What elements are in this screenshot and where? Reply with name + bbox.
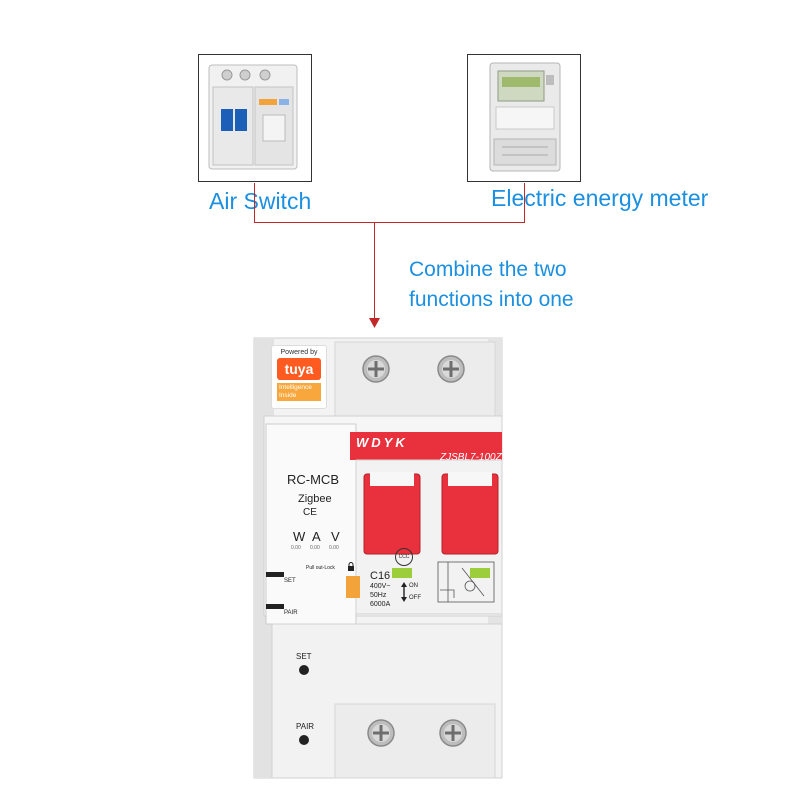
rating-label: C16 xyxy=(370,570,391,582)
tuya-line-2: Inside xyxy=(279,392,297,399)
device-title: RC-MCB xyxy=(287,472,339,487)
off-label: OFF xyxy=(409,595,421,601)
connector-right-vertical xyxy=(524,183,525,223)
tuya-logo: tuya xyxy=(277,358,321,380)
headline-line-1: Combine the two xyxy=(409,258,567,281)
tuya-badge: Powered by tuya Intelligence Inside xyxy=(271,345,327,409)
freq-label: 50Hz xyxy=(370,592,387,599)
connector-horizontal xyxy=(254,222,525,223)
pair-button-label: PAIR xyxy=(296,722,315,731)
cert-text: CCC xyxy=(398,554,410,560)
brand-mark: WDYK xyxy=(356,435,408,450)
headline: Combine the two functions into one xyxy=(409,255,574,315)
pull-lock-label: Pull out-Lock xyxy=(306,565,335,571)
meter-a-value: 0.00 xyxy=(310,545,320,551)
tuya-inside-box: Intelligence Inside xyxy=(277,383,321,401)
breaking-label: 6000A xyxy=(370,601,391,608)
voltage-label: 400V~ xyxy=(370,583,391,590)
set-button-label: SET xyxy=(296,652,312,661)
set-key-label: SET xyxy=(284,578,296,584)
pair-button-dot xyxy=(299,735,309,745)
screw-bottom-right-icon xyxy=(439,719,467,747)
connector-left-vertical xyxy=(254,183,255,223)
meter-w-value: 0.00 xyxy=(291,545,301,551)
air-switch-image xyxy=(208,64,298,170)
air-switch-thumbnail xyxy=(198,54,312,182)
model-number: ZJSBL7-100Z xyxy=(440,452,502,463)
on-label: ON xyxy=(409,583,418,589)
meter-w-label: W xyxy=(293,529,306,544)
energy-meter-thumbnail xyxy=(467,54,581,182)
set-button-dot xyxy=(299,665,309,675)
circuit-diagram-icon xyxy=(437,561,495,603)
meter-v-label: V xyxy=(331,529,340,544)
pair-key-label: PAIR xyxy=(284,610,298,616)
tuya-powered-by: Powered by xyxy=(280,349,318,356)
ce-mark: CE xyxy=(303,507,317,518)
tuya-line-1: Intelligence xyxy=(279,384,312,391)
screw-bottom-left-icon xyxy=(367,719,395,747)
on-off-arrow-icon xyxy=(401,582,407,602)
arrow-down-icon xyxy=(369,318,380,328)
energy-meter-image xyxy=(489,62,561,172)
cert-mark: CCC xyxy=(395,548,413,566)
headline-line-2: functions into one xyxy=(409,288,574,311)
connector-down xyxy=(374,222,375,322)
screw-top-left-icon xyxy=(362,355,390,383)
tuya-brand: tuya xyxy=(284,361,314,377)
smart-breaker-device xyxy=(253,337,503,779)
meter-v-value: 0.00 xyxy=(329,545,339,551)
protocol-label: Zigbee xyxy=(298,493,332,505)
energy-meter-caption: Electric energy meter xyxy=(491,185,709,211)
lock-icon xyxy=(348,562,354,571)
meter-a-label: A xyxy=(312,529,321,544)
air-switch-caption: Air Switch xyxy=(209,188,312,214)
screw-top-right-icon xyxy=(437,355,465,383)
